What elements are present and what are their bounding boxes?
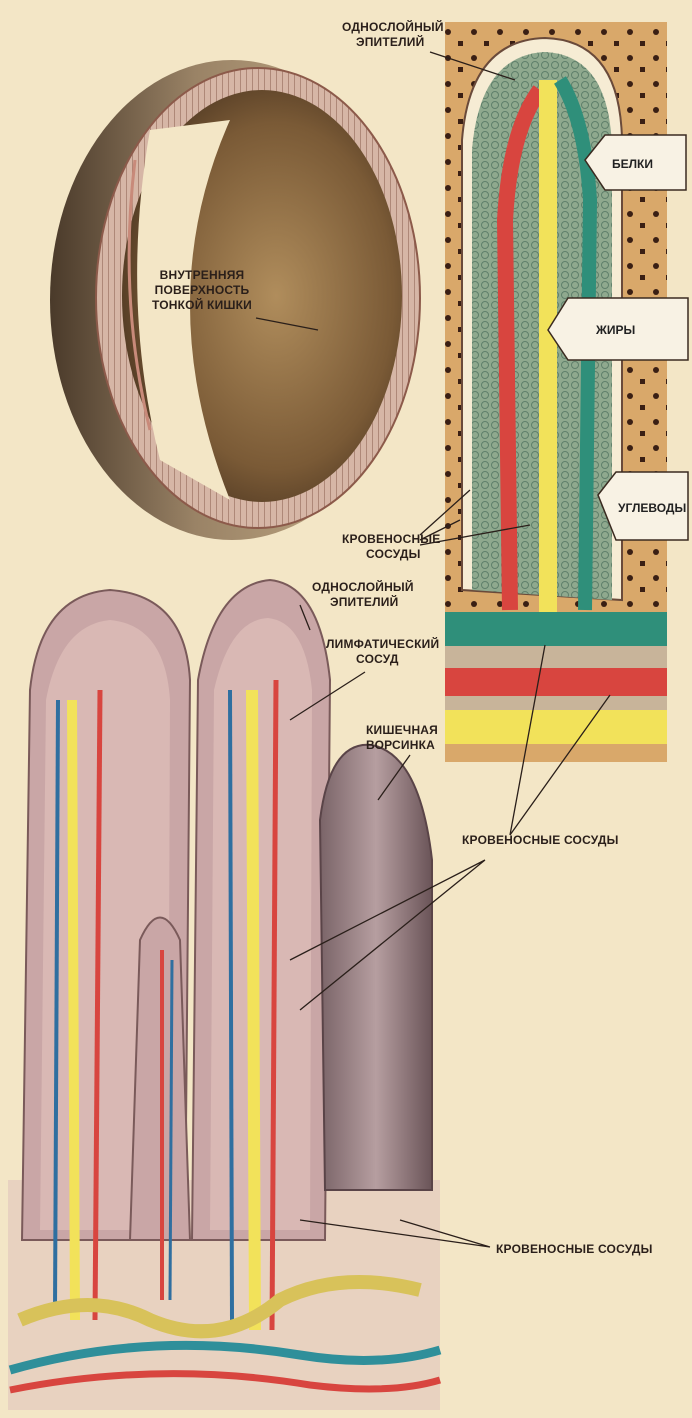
nutrient-carbs-tag: УГЛЕВОДЫ: [598, 472, 688, 540]
epithelium-mid-label: ОДНОСЛОЙНЫЙ ЭПИТЕЛИЙ: [312, 580, 414, 610]
epithelium-top-line1: ОДНОСЛОЙНЫЙ: [342, 20, 444, 35]
villus-line2: ВОРСИНКА: [366, 738, 438, 753]
nutrient-fats-tag: ЖИРЫ: [548, 298, 688, 360]
carbs-label: УГЛЕВОДЫ: [618, 501, 686, 515]
epithelium-top-label: ОДНОСЛОЙНЫЙ ЭПИТЕЛИЙ: [342, 20, 444, 50]
inner-surface-label: ВНУТРЕННЯЯ ПОВЕРХНОСТЬ ТОНКОЙ КИШКИ: [152, 268, 252, 313]
epithelium-mid-line2: ЭПИТЕЛИЙ: [312, 595, 414, 610]
blood-vessels-right-label: КРОВЕНОСНЫЕ СОСУДЫ: [462, 833, 619, 848]
lymph-vessel-line1: ЛИМФАТИЧЕСКИЙ: [326, 637, 439, 652]
villus-label: КИШЕЧНАЯ ВОРСИНКА: [366, 723, 438, 753]
nutrient-proteins-tag: БЕЛКИ: [585, 135, 686, 190]
blood-vessels-bottom-label: КРОВЕНОСНЫЕ СОСУДЫ: [496, 1242, 653, 1257]
blood-vessels-mid-line1: КРОВЕНОСНЫЕ: [342, 532, 440, 547]
epithelium-mid-line1: ОДНОСЛОЙНЫЙ: [312, 580, 414, 595]
inner-surface-line3: ТОНКОЙ КИШКИ: [152, 298, 252, 313]
proteins-label: БЕЛКИ: [612, 157, 653, 171]
blood-vessels-mid-label: КРОВЕНОСНЫЕ СОСУДЫ: [342, 532, 440, 562]
epithelium-top-line2: ЭПИТЕЛИЙ: [342, 35, 444, 50]
blood-vessels-bottom-text: КРОВЕНОСНЫЕ СОСУДЫ: [496, 1242, 653, 1257]
villus-section: [445, 22, 667, 762]
villi-illustration: [8, 580, 440, 1410]
blood-vessels-mid-line2: СОСУДЫ: [342, 547, 440, 562]
fats-label: ЖИРЫ: [595, 323, 635, 337]
villus-line1: КИШЕЧНАЯ: [366, 723, 438, 738]
lymph-vessel-line2: СОСУД: [326, 652, 439, 667]
blood-vessels-right-text: КРОВЕНОСНЫЕ СОСУДЫ: [462, 833, 619, 848]
lymph-vessel-label: ЛИМФАТИЧЕСКИЙ СОСУД: [326, 637, 439, 667]
inner-surface-line2: ПОВЕРХНОСТЬ: [152, 283, 252, 298]
inner-surface-line1: ВНУТРЕННЯЯ: [152, 268, 252, 283]
